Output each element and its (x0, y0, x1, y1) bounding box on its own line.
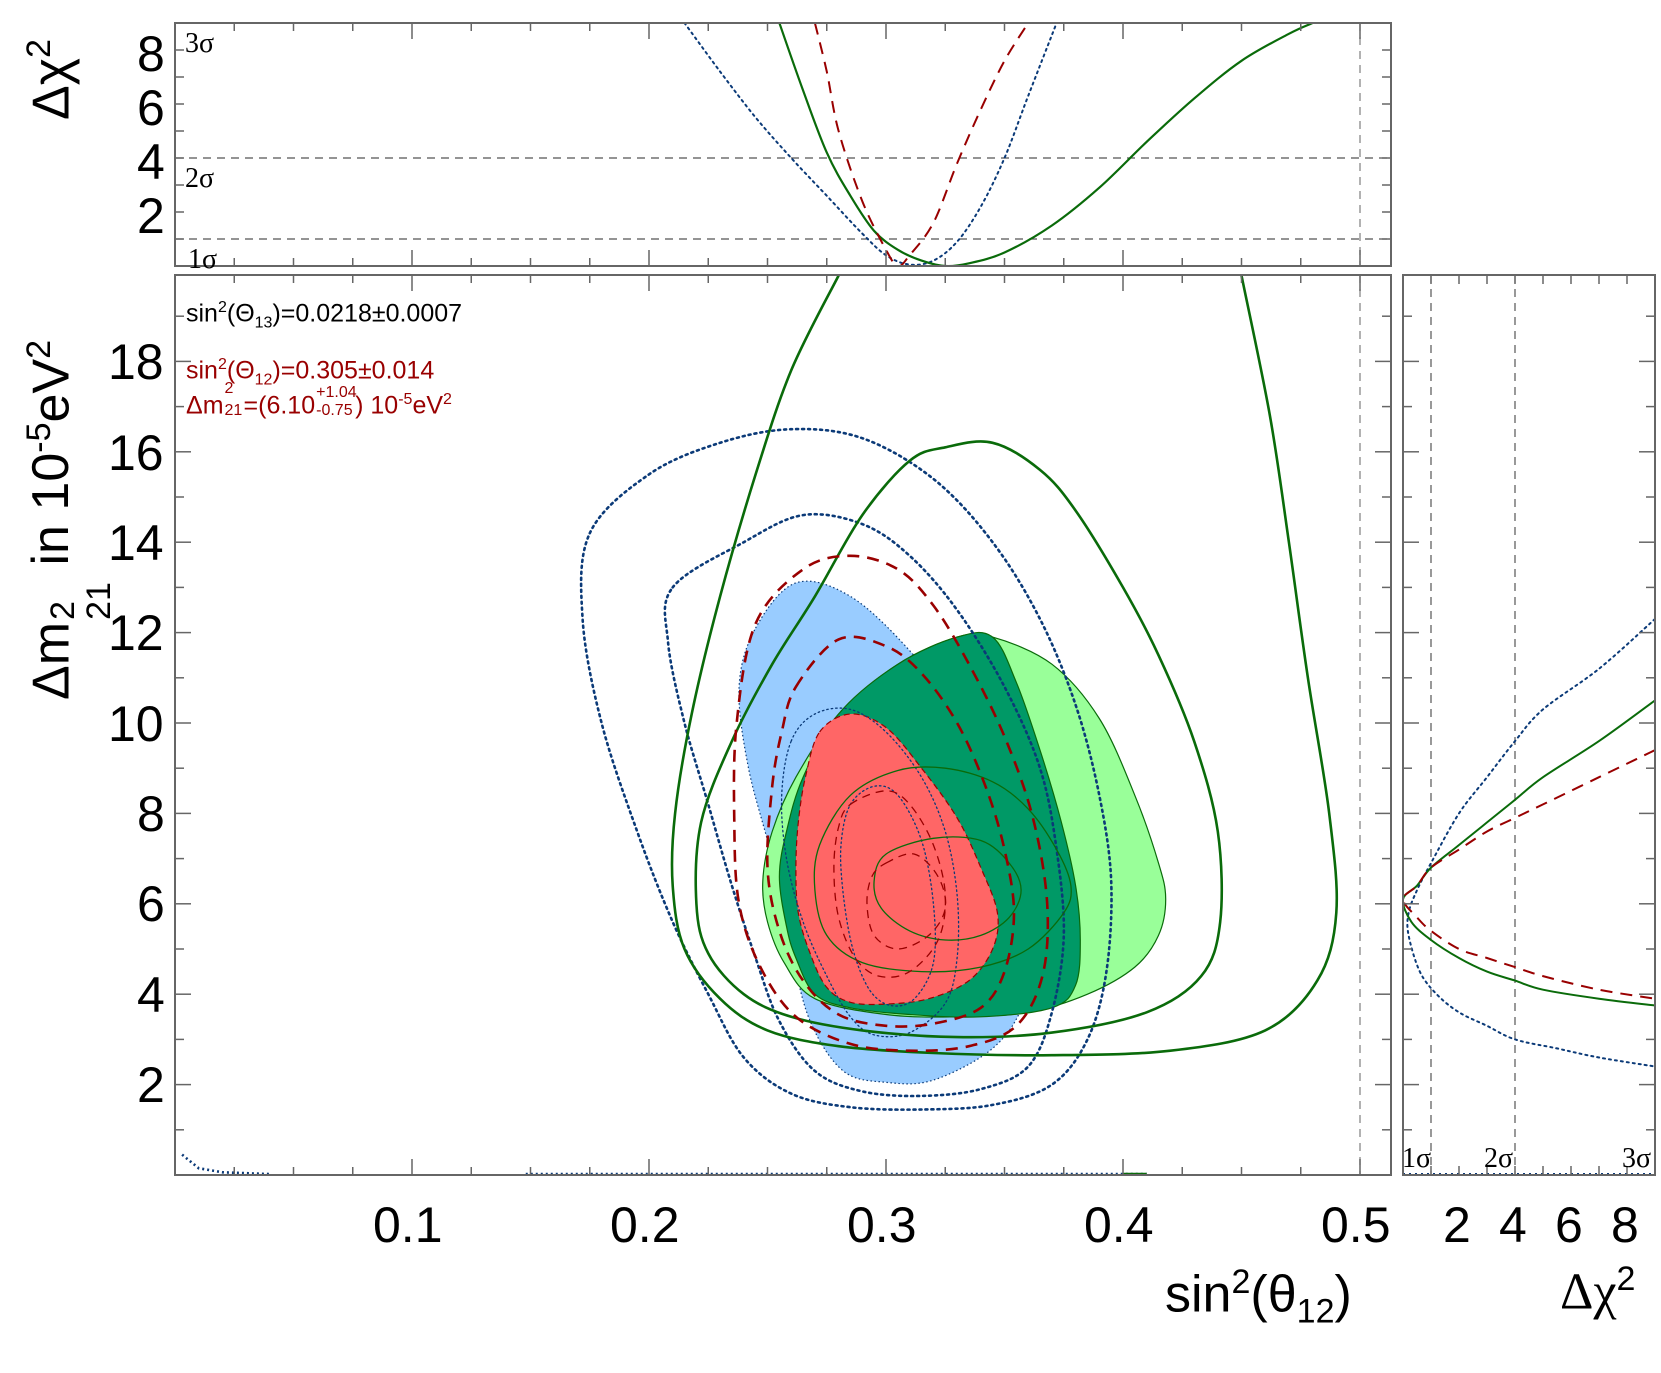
region-red-1sigma (795, 713, 999, 1006)
main-xtick-label: 0.4 (1084, 1197, 1154, 1253)
main-xtick-label: 0.2 (610, 1197, 680, 1253)
right-sigma-1: 1σ (1402, 1143, 1432, 1174)
right-xtick-label: 4 (1499, 1197, 1527, 1253)
right-panel-frame (1402, 274, 1656, 1176)
right-xtick-label: 2 (1443, 1197, 1471, 1253)
top-sigma-3: 3σ (185, 28, 215, 59)
top-sigma-1: 1σ (188, 244, 218, 275)
top-ytick-label: 2 (137, 188, 165, 244)
main-xtick-label: 0.5 (1321, 1197, 1391, 1253)
top-panel-frame (174, 22, 1392, 267)
contour-dashed-0.5σ (866, 853, 947, 950)
main-ytick-label: 10 (108, 696, 164, 752)
reference-lines (175, 23, 1516, 1175)
main-xtick-label: 0.3 (847, 1197, 917, 1253)
top-ylabel: Δχ2 (20, 39, 81, 120)
contour-dashed-1σ (833, 790, 947, 978)
annotation-theta12: sin2(Θ12)=0.305±0.014 (186, 356, 435, 389)
main-ytick-label: 12 (108, 605, 164, 661)
annotation-theta13: sin2(Θ13)=0.0218±0.0007 (186, 299, 463, 332)
main-xtick-label: 0.1 (373, 1197, 443, 1253)
main-panel-frame (174, 274, 1392, 1176)
top-profile-dashed (813, 23, 1030, 266)
contour-lines (181, 275, 1339, 1175)
main-xlabel: sin2(θ12) (1165, 1263, 1352, 1331)
main-ytick-label: 6 (137, 876, 165, 932)
main-ytick-label: 2 (137, 1057, 165, 1113)
right-sigma-2: 2σ (1484, 1143, 1514, 1174)
contour-dashed-2σ (765, 635, 1016, 1028)
right-xtick-label: 8 (1611, 1197, 1639, 1253)
right-xtick-label: 6 (1555, 1197, 1583, 1253)
main-ytick-label: 8 (137, 786, 165, 842)
top-profiles (683, 23, 1314, 266)
top-ytick-label: 6 (137, 80, 165, 136)
top-sigma-2: 2σ (185, 163, 215, 194)
main-ytick-label: 4 (137, 967, 165, 1023)
top-profile-dotted (683, 23, 1058, 266)
contour-solid-1σ (813, 766, 1072, 973)
top-ytick-label: 8 (137, 26, 165, 82)
plot-frames (174, 22, 1656, 1176)
main-ytick-label: 18 (108, 334, 164, 390)
contour-solid-0.5σ (873, 836, 1022, 941)
filled-confidence-regions (738, 580, 1167, 1085)
contour-dotted-2σ (663, 512, 1066, 1098)
right-xlabel: Δχ2 (1560, 1260, 1636, 1321)
right-profile-dashed (1403, 749, 1655, 1000)
top-ytick-label: 4 (137, 134, 165, 190)
edge-artifact-dotted (181, 1153, 270, 1175)
main-ytick-label: 16 (108, 425, 164, 481)
right-profiles (1403, 618, 1655, 1068)
right-profile-dotted (1406, 618, 1655, 1068)
contour-solid-2σ (694, 440, 1224, 1039)
right-sigma-3: 3σ (1622, 1143, 1652, 1174)
contour-dotted-1σ (780, 707, 960, 1038)
top-profile-solid (778, 23, 1314, 266)
main-ytick-label: 14 (108, 515, 164, 571)
right-profile-solid (1403, 699, 1655, 1007)
contour-solid-3σ-open (670, 275, 1339, 1057)
contour-dashed-3σ (732, 554, 1050, 1053)
